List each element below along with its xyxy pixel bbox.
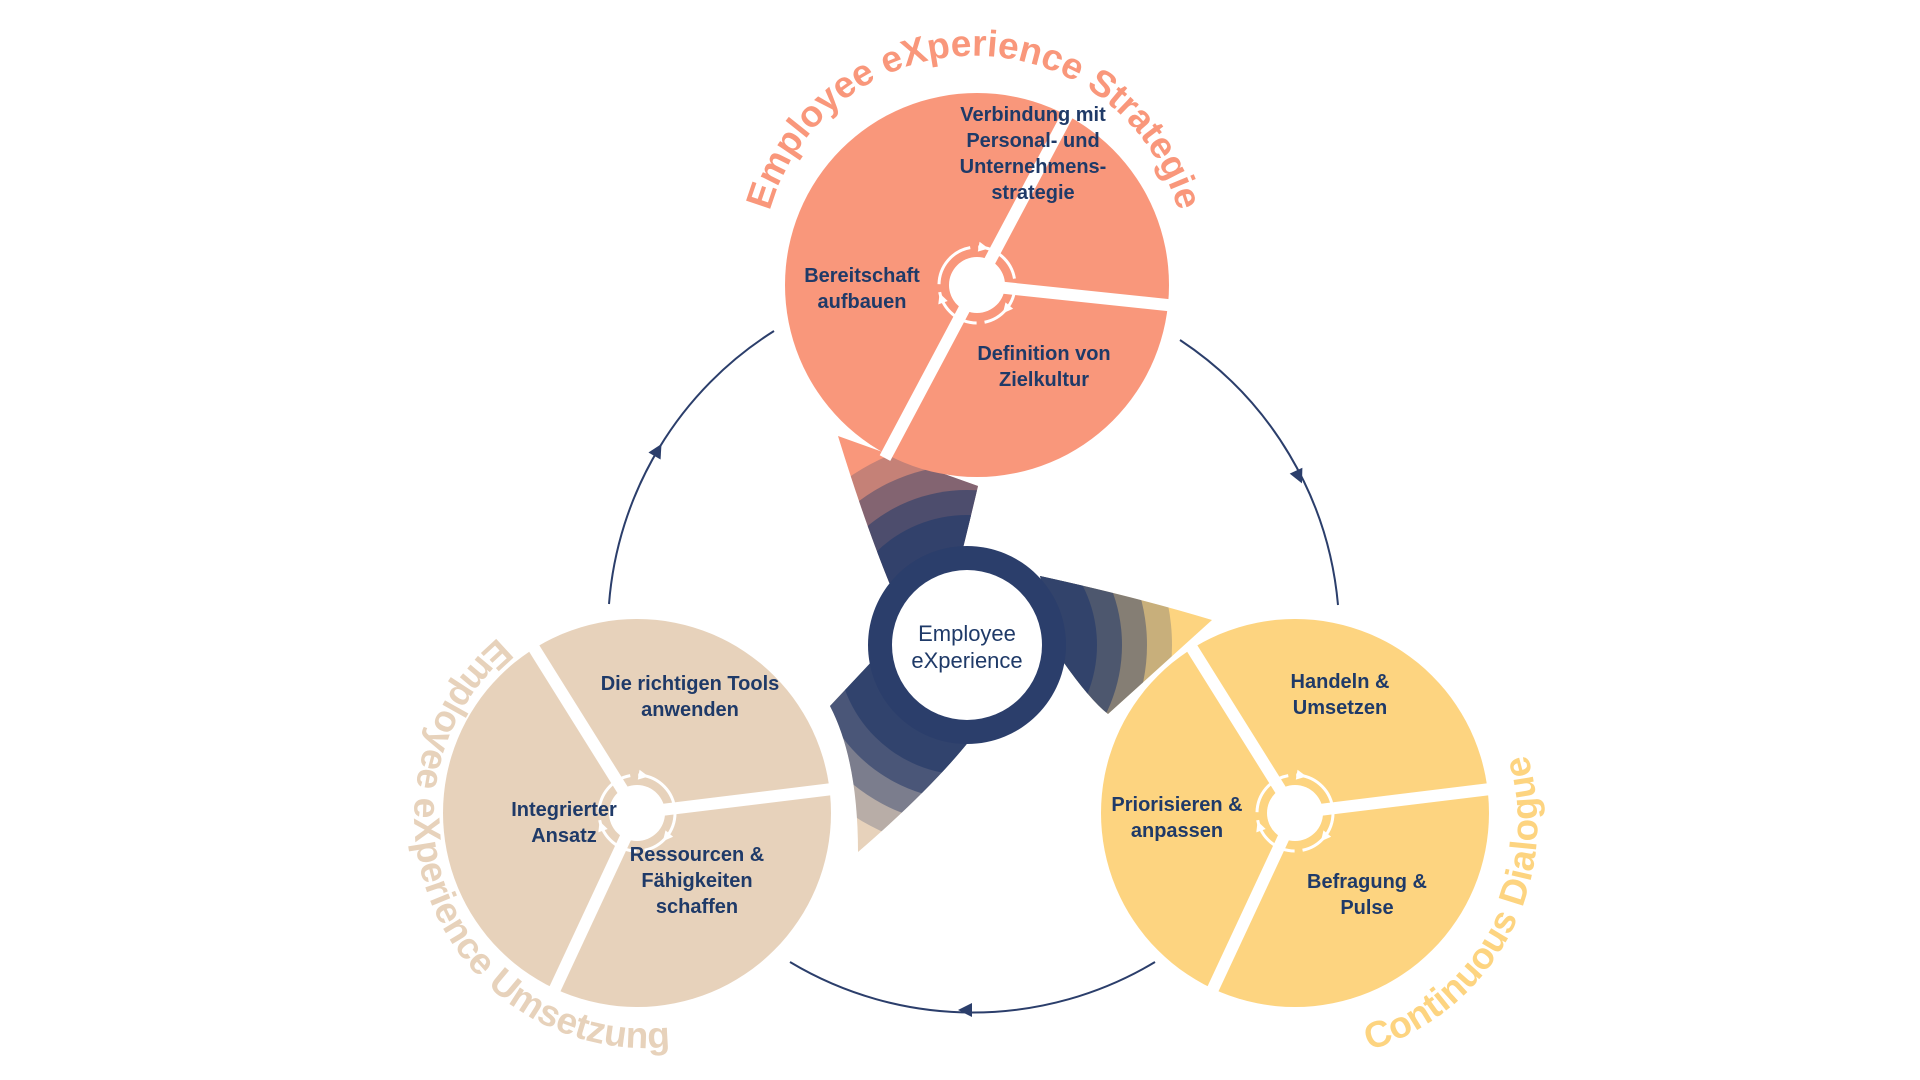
dialogue-cycle-arrow-icon xyxy=(1256,821,1266,833)
dialogue-cycle-arrow-icon xyxy=(1295,769,1307,780)
strategy-divider xyxy=(879,305,971,461)
dialogue-hub xyxy=(1267,785,1323,841)
center-disc xyxy=(892,570,1042,720)
dialogue-segment-label: Pulse xyxy=(1340,897,1393,919)
strategy-segment-label: Unternehmens- xyxy=(960,156,1107,178)
dialogue-divider xyxy=(1184,641,1287,795)
dialogue-divider xyxy=(1205,834,1290,995)
center-hub: Employee eXperience xyxy=(868,546,1066,744)
implementation-segment-label: Die richtigen Tools xyxy=(601,673,780,695)
center-label-line1: Employee xyxy=(918,621,1016,646)
dialogue-segment-label: anpassen xyxy=(1131,820,1223,842)
strategy-cycle-arrow-icon xyxy=(1002,302,1014,314)
dialogue-segment-label: Befragung & xyxy=(1307,871,1427,893)
strategy-to-dialogue-arc xyxy=(1179,339,1339,606)
strategy-segment-label: Bereitschaft xyxy=(804,265,920,287)
implementation-segment-label: Integrierter xyxy=(511,799,617,821)
implementation-segment-label: Ressourcen & xyxy=(630,844,765,866)
strategy-cycle-arrow-icon xyxy=(938,293,948,305)
strategy-cycle-icon xyxy=(937,245,1017,325)
dialogue-divider xyxy=(1320,782,1493,816)
implementation-divider xyxy=(662,782,835,816)
dialogue-to-implementation-arrowhead xyxy=(958,1003,972,1017)
implementation-cycle-arrow-icon xyxy=(598,821,608,833)
dialogue-cycle-arrow-icon xyxy=(1320,830,1332,842)
dialogue-segment-label: Umsetzen xyxy=(1293,697,1387,719)
strategy-segment-label: Zielkultur xyxy=(999,369,1089,391)
strategy-segment-label: Verbindung mit xyxy=(960,104,1106,126)
implementation-cycle-icon xyxy=(597,773,677,853)
implementation-hub xyxy=(609,785,665,841)
dialogue-cycle-icon xyxy=(1255,773,1335,853)
center-label-line2: eXperience xyxy=(911,648,1022,673)
strategy-segment-label: aufbauen xyxy=(818,291,907,313)
implementation-to-strategy-arrowhead xyxy=(648,443,662,460)
dialogue-segment-label: Handeln & xyxy=(1291,671,1390,693)
implementation-divider xyxy=(547,834,632,995)
strategy-segment-label: strategie xyxy=(991,182,1074,204)
implementation-divider xyxy=(526,641,629,795)
strategy-cycle-arrow-icon xyxy=(977,241,989,252)
implementation-segment-label: schaffen xyxy=(656,896,738,918)
implementation-cycle-arrow-icon xyxy=(637,769,649,780)
strategy-to-dialogue-arrowhead xyxy=(1289,467,1303,484)
cycle-arrows xyxy=(608,330,1339,1017)
strategy-divider xyxy=(983,109,1075,265)
implementation-segment-label: Fähigkeiten xyxy=(641,870,752,892)
strategy-divider xyxy=(1002,281,1173,312)
implementation-segment-label: Ansatz xyxy=(531,825,597,847)
dialogue-to-implementation-arc xyxy=(789,961,1156,1014)
strategy-segment-label: Personal- und xyxy=(966,130,1099,152)
strategy-segment-label: Definition von xyxy=(977,343,1110,365)
implementation-cycle-arrow-icon xyxy=(662,830,674,842)
implementation-segment-label: anwenden xyxy=(641,699,739,721)
implementation-to-strategy-arc xyxy=(608,330,775,605)
dialogue-segment-label: Priorisieren & xyxy=(1111,794,1242,816)
strategy-hub xyxy=(949,257,1005,313)
